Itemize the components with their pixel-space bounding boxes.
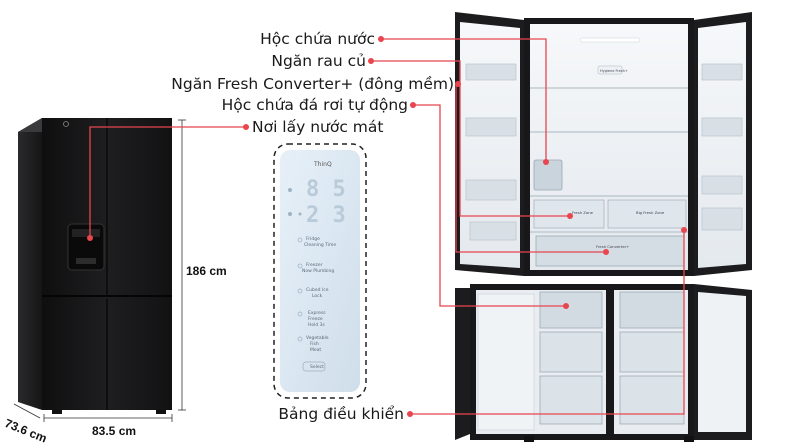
dimension-lines xyxy=(13,119,186,422)
big-fresh-zone-drawer xyxy=(607,199,687,229)
water-tank xyxy=(533,159,563,191)
svg-text:Lock: Lock xyxy=(312,293,323,299)
lg-logo xyxy=(63,121,69,127)
svg-text:Freezer: Freezer xyxy=(306,262,323,268)
panel-brand: ThinQ xyxy=(313,161,332,168)
svg-text:Freeze: Freeze xyxy=(308,316,323,322)
svg-text:Cleaning Time: Cleaning Time xyxy=(304,242,336,248)
ice-bin xyxy=(539,291,603,329)
dimension-width: 83.5 cm xyxy=(92,424,137,438)
svg-text:Now Plumbing: Now Plumbing xyxy=(302,268,334,274)
fresh-converter-drawer xyxy=(535,235,685,267)
svg-text:2 3: 2 3 xyxy=(306,203,346,228)
svg-text:8 5: 8 5 xyxy=(306,177,346,202)
label-water-dispenser: Nơi lấy nước mát xyxy=(252,118,384,136)
svg-text:Fresh Converter+: Fresh Converter+ xyxy=(596,244,629,249)
closed-fridge xyxy=(18,118,172,414)
label-ice-bin: Hộc chứa đá rơi tự động xyxy=(221,96,408,114)
label-control-panel: Bảng điều khiển xyxy=(278,405,404,423)
svg-text:Select: Select xyxy=(310,364,324,370)
svg-text:Express: Express xyxy=(308,310,326,316)
open-fridge: Hygiene Fresh+ Fresh Zone Big Fresh Zone… xyxy=(455,12,752,442)
svg-text:Hold 3s: Hold 3s xyxy=(308,322,326,328)
svg-text:Fish: Fish xyxy=(310,341,319,347)
left-lower-door xyxy=(455,288,470,440)
dimension-height: 186 cm xyxy=(186,264,227,278)
label-water-tank: Hộc chứa nước xyxy=(260,30,375,48)
svg-text:Fresh Zone: Fresh Zone xyxy=(572,210,594,215)
svg-text:Vegetable: Vegetable xyxy=(306,335,329,341)
label-vegetable-drawer: Ngăn rau củ xyxy=(271,52,366,70)
svg-text:Cubed Ice: Cubed Ice xyxy=(306,287,329,293)
callout-dots xyxy=(87,36,687,417)
fridge-side xyxy=(18,118,42,410)
svg-text:Meat: Meat xyxy=(310,347,321,353)
label-fresh-converter: Ngăn Fresh Converter+ (đông mềm) xyxy=(171,75,454,93)
svg-text:Hygiene Fresh+: Hygiene Fresh+ xyxy=(600,69,628,73)
svg-text:Big Fresh Zone: Big Fresh Zone xyxy=(636,210,665,215)
svg-text:Fridge: Fridge xyxy=(306,236,320,242)
